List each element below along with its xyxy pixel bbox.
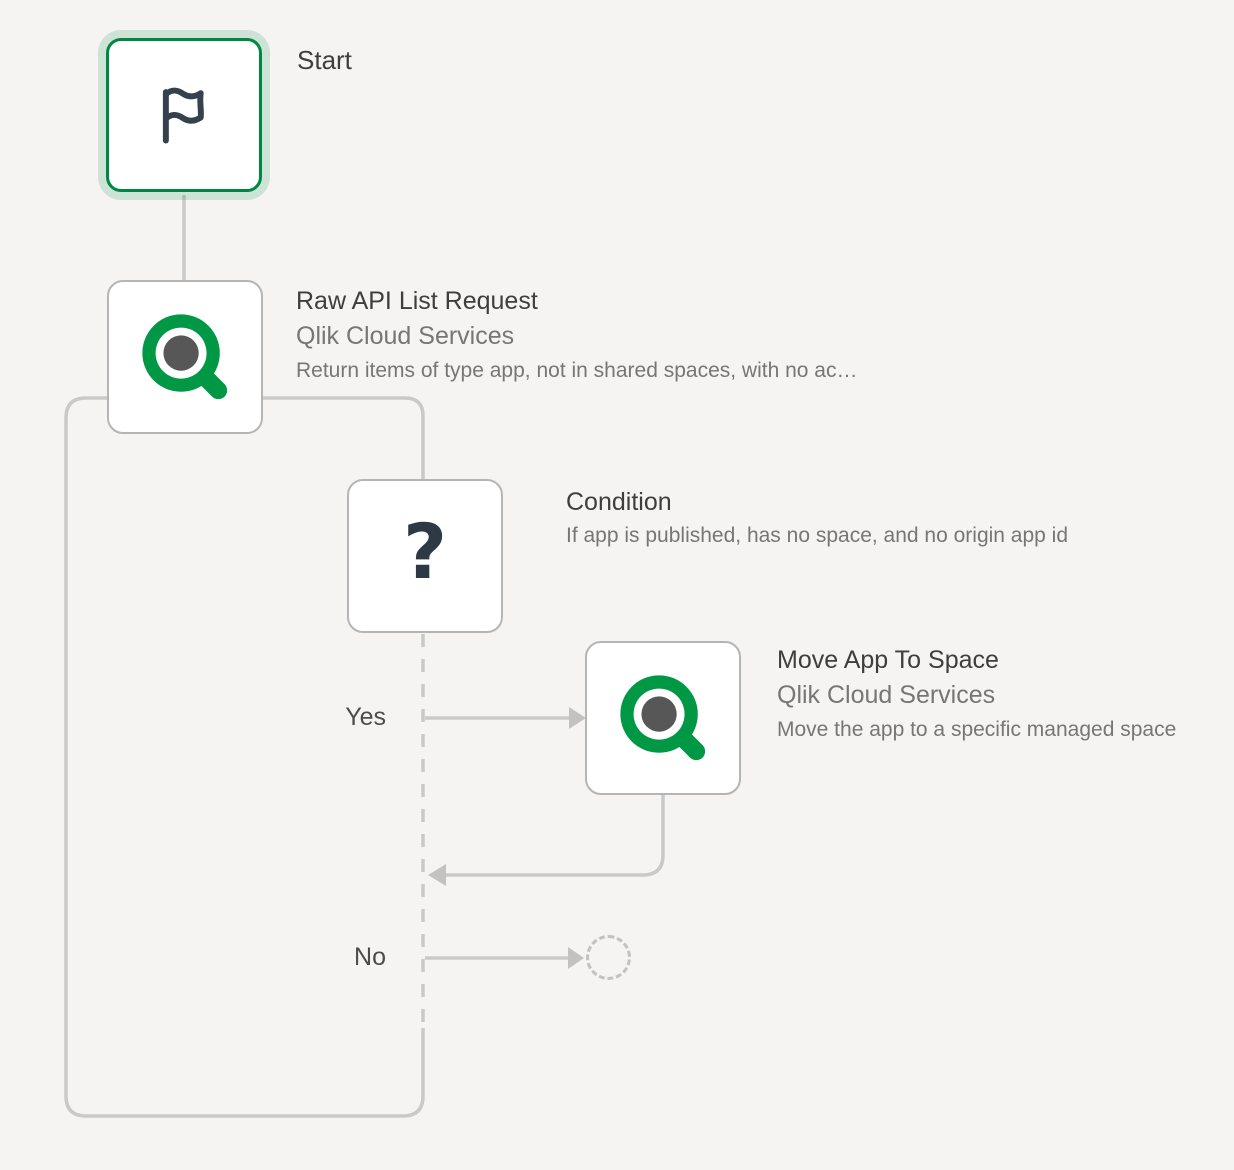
node-raw-api-subtitle: Qlik Cloud Services [296,322,515,350]
node-move-app-to-space[interactable] [585,641,741,795]
move-app-return-connector [446,795,665,877]
no-branch-label: No [354,943,386,971]
node-start-label: Start [297,45,352,75]
qlik-logo-icon [620,675,706,761]
qlik-logo-icon [142,314,228,400]
node-condition[interactable]: ? [347,479,503,633]
node-condition-title: Condition [566,488,672,516]
question-mark-icon: ? [402,507,448,596]
node-move-app-subtitle: Qlik Cloud Services [777,681,996,709]
node-raw-api-description: Return items of type app, not in shared … [296,359,858,382]
flag-icon [162,87,204,144]
yes-arrowhead-icon [569,707,586,729]
node-condition-description: If app is published, has no space, and n… [566,524,1069,547]
node-move-app-title: Move App To Space [777,646,999,674]
no-arrowhead-icon [568,947,584,969]
return-arrowhead-icon [428,864,446,886]
node-raw-api-list-request[interactable] [107,280,263,434]
empty-slot-dashed-circle[interactable] [586,935,631,980]
yes-branch-label: Yes [345,703,386,731]
node-start[interactable] [106,38,262,192]
node-move-app-description: Move the app to a specific managed space [777,718,1177,741]
node-condition-label-block: Condition If app is published, has no sp… [566,485,1068,553]
connector-raw-to-condition [263,396,425,480]
node-raw-api-label-block: Raw API List Request Qlik Cloud Services… [296,284,857,388]
node-move-app-label-block: Move App To Space Qlik Cloud Services Mo… [777,643,1176,747]
node-raw-api-title: Raw API List Request [296,287,538,315]
